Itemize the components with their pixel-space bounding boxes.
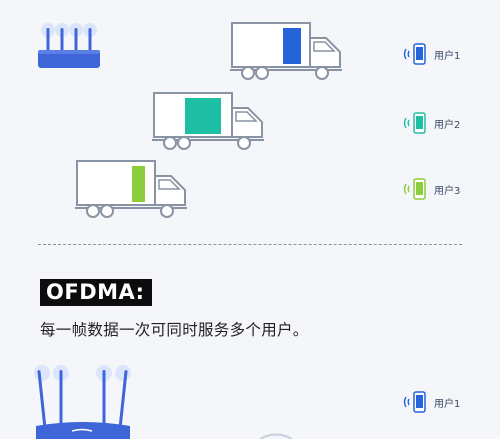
phone-icon [403, 43, 426, 65]
phone-icon [403, 112, 426, 134]
truck-3 [75, 158, 190, 220]
user-3-label: 用户3 [434, 185, 461, 197]
ofdma-description: 每一帧数据一次可同时服务多个用户。 [40, 321, 309, 339]
section-divider [38, 244, 462, 245]
user-3-device: 用户3 [402, 177, 460, 201]
cargo-green [132, 166, 145, 202]
truck-2 [152, 90, 267, 152]
bottom-user-1-label: 用户1 [434, 398, 461, 410]
cargo-teal [185, 98, 221, 134]
user-1-label: 用户1 [434, 50, 461, 62]
router-top [30, 20, 110, 76]
phone-icon [403, 391, 426, 413]
user-2-label: 用户2 [434, 119, 461, 131]
router-bottom [22, 360, 142, 439]
user-2-device: 用户2 [402, 111, 460, 135]
ofdma-heading: OFDMA: [40, 279, 152, 306]
truck-1 [230, 20, 345, 82]
truck-partial-bottom [256, 432, 296, 439]
phone-icon [403, 178, 426, 200]
bottom-user-1-device: 用户1 [402, 390, 460, 414]
user-1-device: 用户1 [402, 42, 460, 66]
cargo-blue [283, 28, 301, 64]
